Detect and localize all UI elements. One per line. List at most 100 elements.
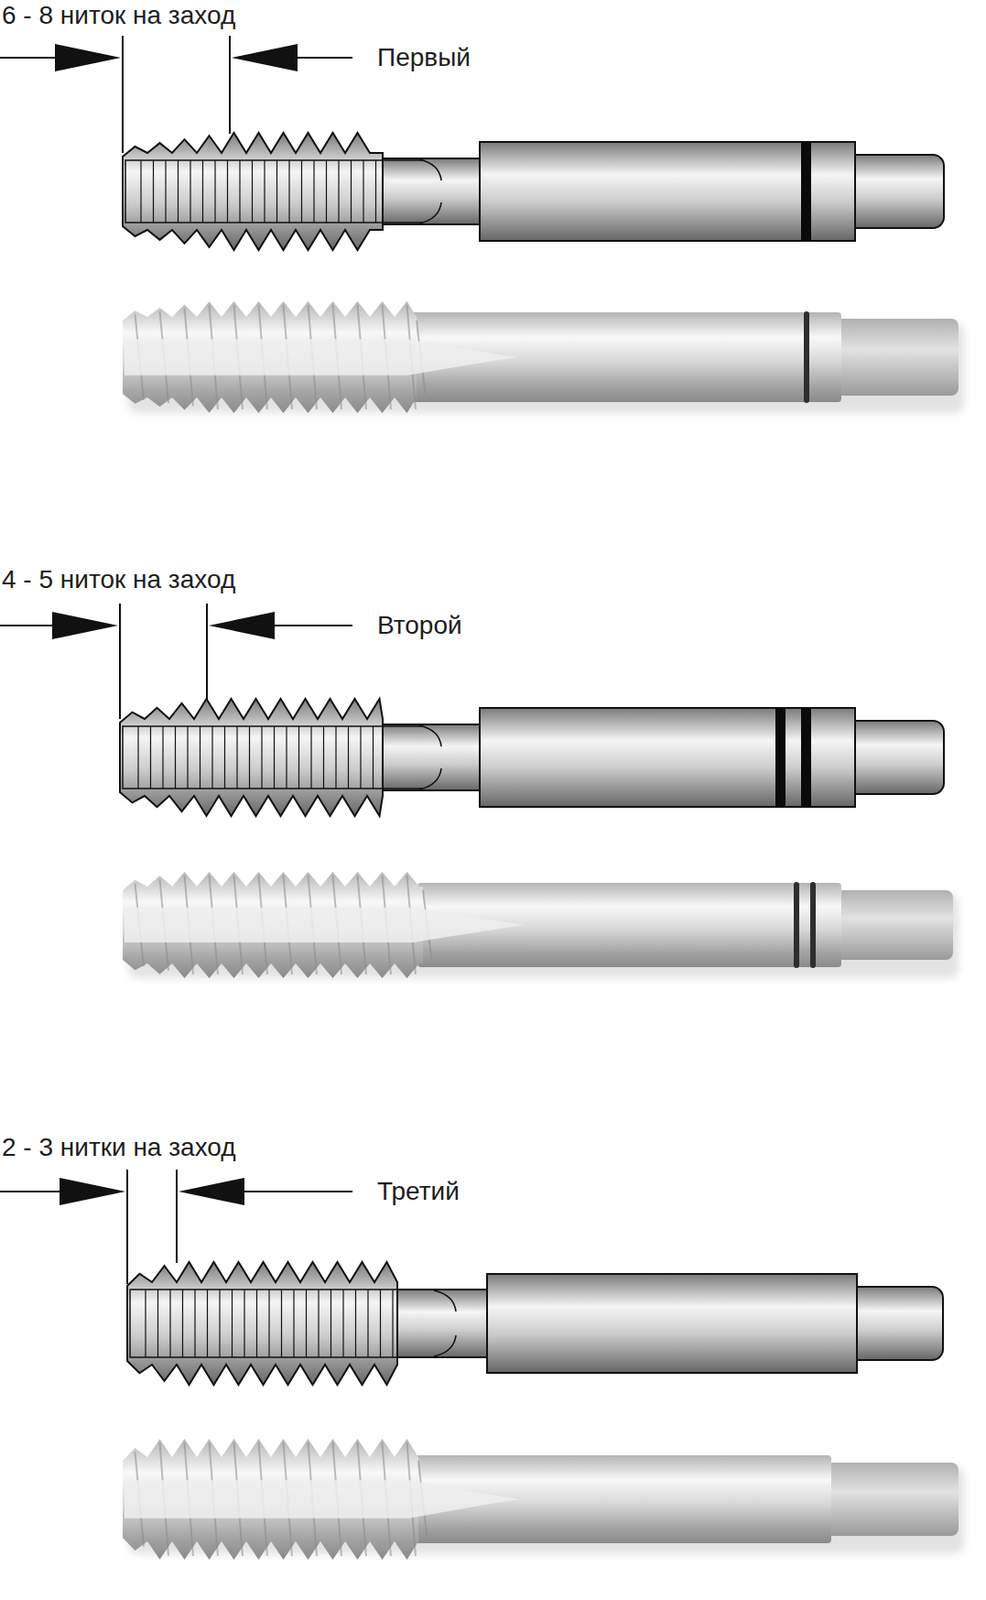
marking-ring: [775, 707, 786, 807]
thread-line: [285, 725, 287, 789]
tap-square-end: [842, 720, 944, 794]
thread-line: [362, 160, 364, 223]
tap-shank: [487, 1273, 857, 1373]
thread-line: [298, 725, 300, 789]
thread-line: [137, 725, 139, 789]
thread-line: [231, 1289, 233, 1357]
thread-line: [273, 725, 275, 789]
tap-photo: [122, 301, 965, 413]
thread-line: [337, 160, 339, 223]
thread-line: [313, 160, 315, 223]
flute-end: [395, 1355, 438, 1358]
flute-end: [380, 725, 423, 727]
thread-count-label: 6 - 8 ниток на заход: [1, 0, 236, 32]
arrow-head: [52, 611, 119, 640]
thread-line: [218, 1289, 220, 1357]
photo-groove: [793, 881, 800, 968]
thread-line: [202, 160, 204, 223]
flute-end: [380, 221, 423, 224]
thread-line: [263, 160, 265, 223]
tap-thread: [127, 1261, 398, 1385]
thread-line: [256, 1289, 258, 1357]
tap-drawing: [119, 698, 944, 816]
thread-line: [243, 1289, 245, 1357]
thread-line: [152, 160, 154, 223]
extension-line: [205, 603, 208, 700]
photo-groove: [803, 311, 810, 403]
dimension-arrows: [0, 603, 353, 719]
thread-line: [238, 160, 240, 223]
thread-line: [375, 160, 377, 223]
thread-line: [372, 725, 374, 789]
thread-line: [301, 160, 303, 223]
marking-ring: [801, 141, 812, 241]
neck-fillet: [419, 725, 442, 747]
tap-thread: [122, 132, 383, 250]
thread-line: [150, 725, 152, 789]
tap-thread: [119, 698, 383, 816]
photo-flute: [124, 338, 518, 376]
tap-square-end: [844, 1286, 943, 1360]
thread-line: [251, 160, 253, 223]
thread-line: [276, 160, 278, 223]
thread-line: [310, 725, 312, 789]
thread-line: [379, 1289, 381, 1357]
tap-number-label: Первый: [377, 42, 471, 74]
thread-line: [317, 1289, 319, 1357]
neck-fillet: [419, 768, 442, 790]
thread-line: [355, 1289, 357, 1357]
thread-count-label: 2 - 3 нитки на заход: [1, 1131, 237, 1163]
tap-drawing: [122, 132, 944, 250]
dimension-arrows: [0, 1169, 353, 1284]
thread-line: [288, 160, 290, 223]
thread-line: [174, 725, 176, 789]
thread-line: [189, 160, 191, 223]
tap-shank: [479, 707, 856, 807]
thread-line: [224, 725, 226, 789]
tap-shank: [479, 141, 856, 241]
thread-line: [214, 160, 216, 223]
tap-photo: [122, 1438, 965, 1560]
thread-line: [199, 725, 201, 789]
tap-number-label: Третий: [377, 1175, 460, 1207]
arrow-head: [231, 43, 298, 72]
flute-end: [380, 159, 423, 162]
thread-line: [260, 725, 262, 789]
tap-photo: [122, 871, 959, 978]
neck-fillet: [433, 1289, 456, 1312]
thread-line: [186, 725, 188, 789]
thread-line: [236, 725, 238, 789]
thread-line: [281, 1289, 282, 1357]
arrow-head: [208, 611, 275, 640]
neck-fillet: [419, 159, 442, 181]
thread-line: [359, 725, 361, 789]
tap-square-end: [842, 154, 944, 228]
photo-groove: [810, 881, 816, 968]
neck-fillet: [433, 1334, 456, 1356]
extension-line: [175, 1169, 178, 1263]
photo-flute: [124, 907, 524, 943]
thread-line: [140, 160, 141, 223]
thread-line: [169, 1289, 171, 1357]
photo-square-end: [835, 318, 959, 396]
thread-line: [325, 160, 327, 223]
thread-line: [268, 1289, 270, 1357]
thread-count-label: 4 - 5 ниток на заход: [1, 563, 236, 596]
thread-line: [162, 725, 163, 789]
thread-line: [177, 160, 179, 223]
thread-line: [194, 1289, 196, 1357]
extension-line: [126, 1169, 129, 1284]
arrow-head: [178, 1177, 245, 1205]
thread-line: [391, 1289, 393, 1357]
thread-line: [367, 1289, 369, 1357]
thread-line: [350, 160, 352, 223]
thread-line: [335, 725, 336, 789]
photo-square-end: [825, 1462, 959, 1536]
thread-line: [144, 1289, 146, 1357]
flute-outline: [125, 160, 383, 223]
tap-neck: [373, 158, 484, 225]
thread-line: [164, 160, 166, 223]
dimension-arrows: [0, 35, 353, 153]
thread-line: [182, 1289, 184, 1357]
thread-line: [227, 160, 228, 223]
